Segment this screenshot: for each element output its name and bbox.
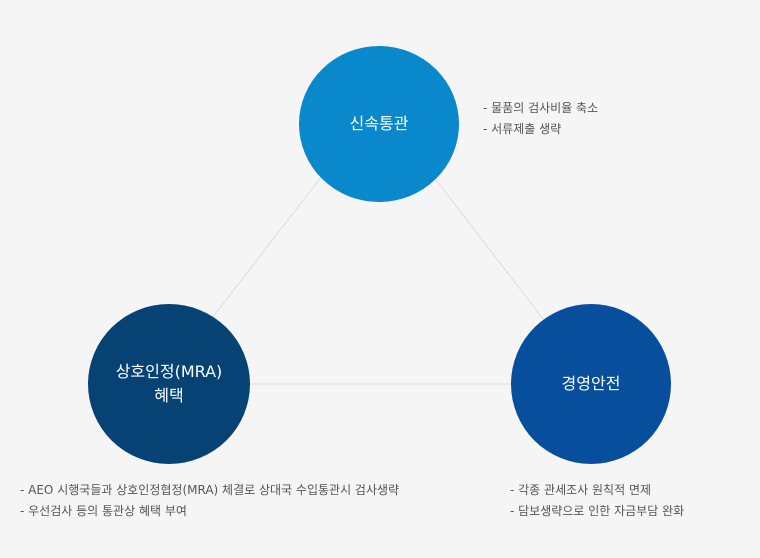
node-management-safety: 경영안전 bbox=[511, 304, 671, 464]
connector-top-left bbox=[211, 175, 323, 319]
fast-clearance-bullets: - 물품의 검사비율 축소 - 서류제출 생략 bbox=[483, 98, 598, 140]
list-item: - 서류제출 생략 bbox=[483, 122, 562, 136]
list-item: - AEO 시행국들과 상호인정협정(MRA) 체결로 상대국 수입통관시 검사… bbox=[20, 483, 400, 497]
mra-benefit-bullets: - AEO 시행국들과 상호인정협정(MRA) 체결로 상대국 수입통관시 검사… bbox=[20, 480, 399, 522]
management-safety-bullets: - 각종 관세조사 원칙적 면제 - 담보생략으로 인한 자금부담 완화 bbox=[510, 480, 684, 522]
list-item: - 우선검사 등의 통관상 혜택 부여 bbox=[20, 504, 187, 518]
node-mra-benefit-label: 상호인정(MRA) 혜택 bbox=[115, 362, 223, 405]
connector-top-right bbox=[435, 179, 545, 321]
list-item: - 물품의 검사비율 축소 bbox=[483, 101, 599, 115]
node-mra-benefit: 상호인정(MRA) 혜택 bbox=[88, 304, 250, 464]
node-management-safety-label: 경영안전 bbox=[561, 374, 621, 393]
list-item: - 각종 관세조사 원칙적 면제 bbox=[510, 483, 652, 497]
list-item: - 담보생략으로 인한 자금부담 완화 bbox=[510, 504, 685, 518]
node-fast-clearance: 신속통관 bbox=[299, 46, 459, 202]
node-fast-clearance-label: 신속통관 bbox=[349, 114, 409, 133]
